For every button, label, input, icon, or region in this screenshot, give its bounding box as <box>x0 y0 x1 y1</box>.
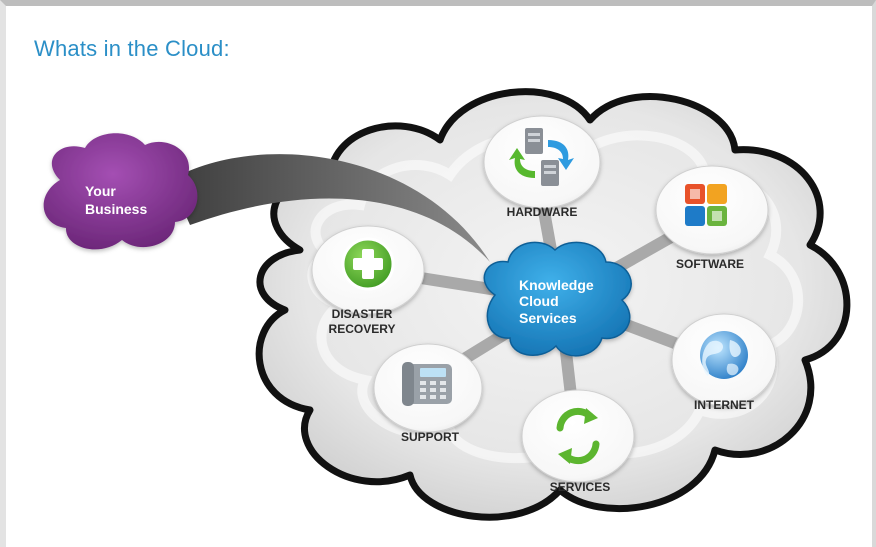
server-sync-icon <box>509 128 574 186</box>
page-title: Whats in the Cloud: <box>34 36 230 61</box>
disaster-recovery-node: DISASTER RECOVERY <box>311 225 425 336</box>
plus-cross-icon <box>341 237 395 291</box>
office-logo-icon <box>685 184 727 226</box>
hub-cloud <box>483 241 632 357</box>
business-line2: Business <box>85 201 147 217</box>
internet-node: INTERNET <box>671 313 777 412</box>
hub-line1: Knowledge <box>519 277 594 293</box>
hardware-label: HARDWARE <box>507 205 578 219</box>
software-node: SOFTWARE <box>655 165 769 271</box>
refresh-arrow-head-2 <box>558 448 572 464</box>
business-line1: Your <box>85 183 116 199</box>
hardware-node: HARDWARE <box>483 115 601 219</box>
refresh-arrow-head-1 <box>584 408 598 424</box>
hub-line3: Services <box>519 310 577 326</box>
software-label: SOFTWARE <box>676 257 744 271</box>
internet-label: INTERNET <box>694 398 755 412</box>
services-node: SERVICES <box>521 389 635 494</box>
globe-icon <box>700 331 748 379</box>
disaster-line2: RECOVERY <box>329 322 396 336</box>
support-label: SUPPORT <box>401 430 460 444</box>
business-cloud <box>43 133 198 250</box>
services-label: SERVICES <box>550 480 610 494</box>
connection-swoosh <box>170 154 490 262</box>
disaster-line1: DISASTER <box>332 307 393 321</box>
desk-phone-icon <box>402 362 452 406</box>
support-node: SUPPORT <box>373 343 483 444</box>
hub-line2: Cloud <box>519 293 559 309</box>
